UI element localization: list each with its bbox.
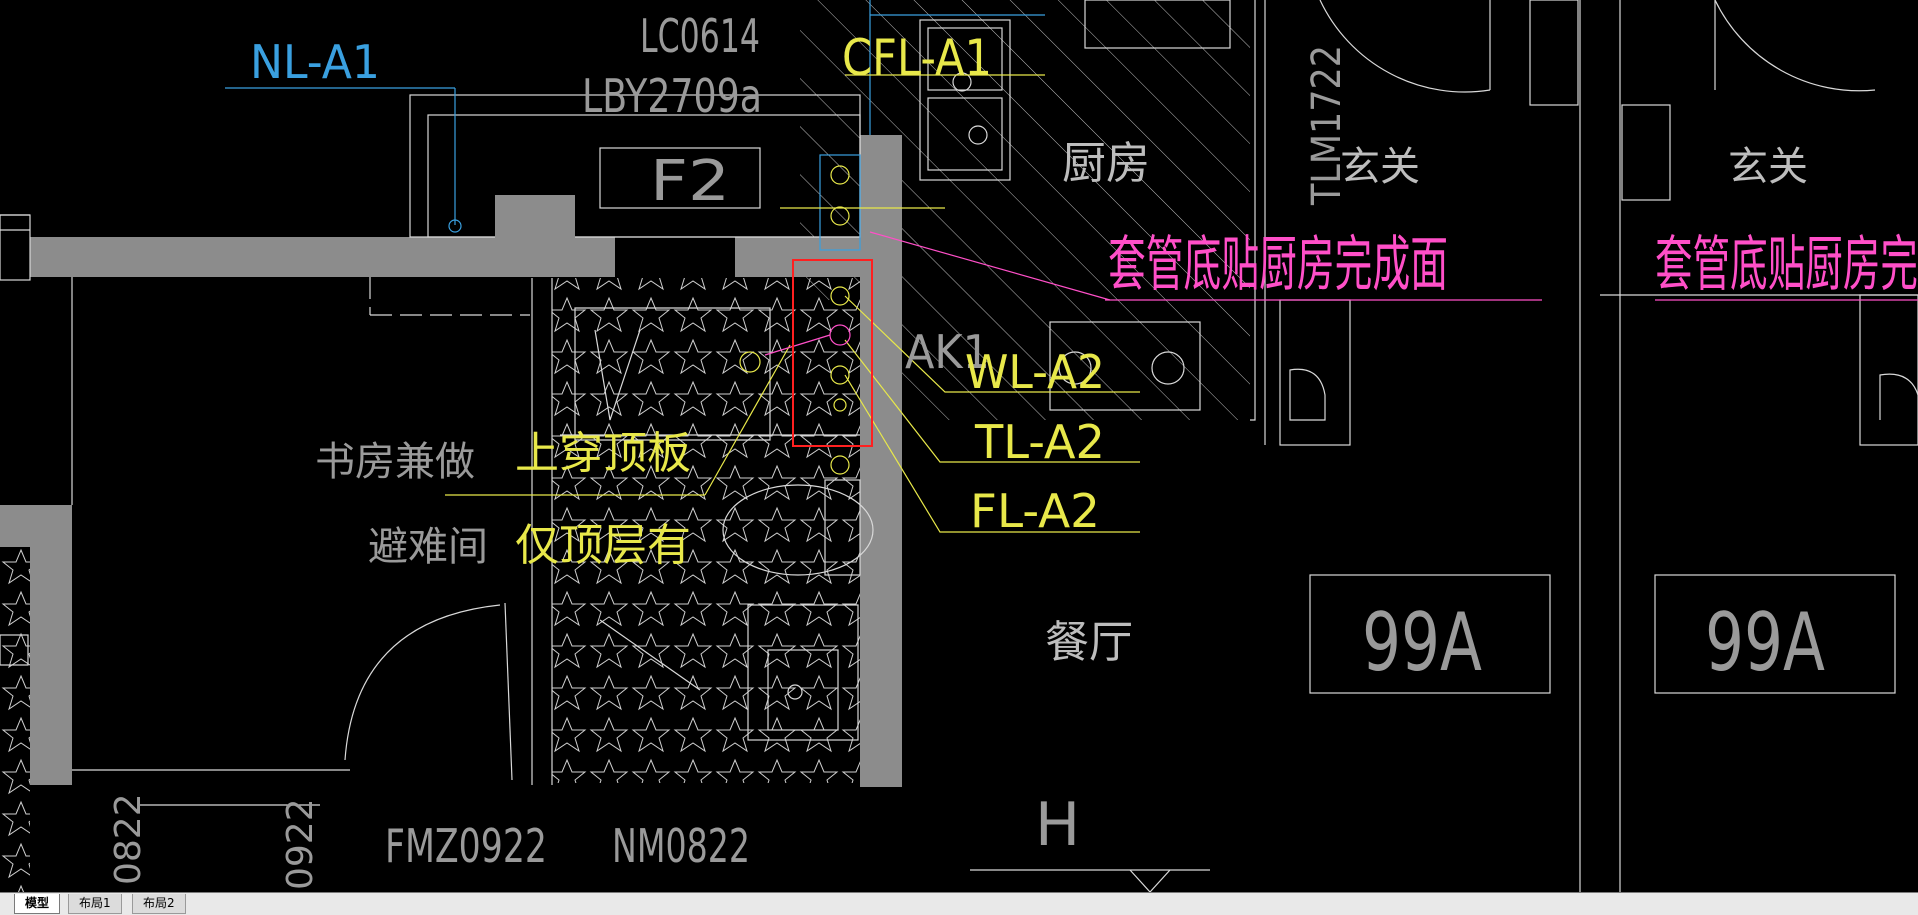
label-vertical-0922: 0922 (280, 798, 321, 890)
layout-tab-bar: 模型 布局1 布局2 (0, 892, 1918, 915)
label-tl-a2: TL-A2 (974, 415, 1105, 469)
walls (0, 135, 902, 787)
label-sleeve-note-2: 套管底贴厨房完 (1655, 230, 1918, 300)
tab-model[interactable]: 模型 (14, 894, 61, 914)
label-refuge-room: 避难间 (368, 524, 488, 570)
selection-highlight-box[interactable] (792, 259, 873, 447)
label-lc0614: LC0614 (640, 9, 760, 63)
cad-drawing-canvas[interactable]: NL-A1 LC0614 LBY2709a CFL-A1 F2 TLM1722 … (0, 0, 1918, 892)
label-vertical-0822: 0822 (108, 793, 149, 885)
label-wl-a2: WL-A2 (965, 345, 1105, 399)
label-tlm1722: TLM1722 (1304, 45, 1350, 206)
label-h-mark: H (1035, 790, 1080, 860)
equipment-block (495, 196, 575, 238)
label-up-through-slab: 上穿顶板 (515, 428, 691, 479)
bathroom-tile-hatch (552, 278, 860, 783)
label-entrance-1: 玄关 (1340, 144, 1420, 190)
yellow-annotations (445, 74, 1140, 533)
label-dining: 餐厅 (1045, 617, 1133, 668)
label-nl-a1: NL-A1 (250, 35, 380, 89)
blue-pipes (225, 0, 1045, 251)
left-wall-tile-hatch (0, 540, 30, 892)
label-lby2709a: LBY2709a (582, 69, 762, 123)
label-top-floor-only: 仅顶层有 (515, 520, 691, 571)
label-fl-a2: FL-A2 (970, 484, 1100, 538)
text-labels: NL-A1 LC0614 LBY2709a CFL-A1 F2 TLM1722 … (108, 9, 1918, 890)
label-fmz0922: FMZ0922 (385, 819, 547, 873)
label-ak1: AK1 (905, 325, 990, 379)
label-sleeve-note-1: 套管底贴厨房完成面 (1108, 230, 1448, 300)
label-nm0822: NM0822 (612, 819, 750, 873)
label-f2: F2 (650, 149, 730, 214)
label-cfl-a1: CFL-A1 (842, 29, 992, 87)
tab-layout1[interactable]: 布局1 (68, 894, 122, 914)
tab-layout2[interactable]: 布局2 (132, 894, 186, 914)
label-unit-99a-1: 99A (1362, 596, 1482, 689)
label-study-room: 书房兼做 (315, 439, 475, 485)
magenta-annotations (764, 231, 1918, 356)
label-unit-99a-2: 99A (1705, 596, 1825, 689)
label-entrance-2: 玄关 (1728, 144, 1808, 190)
label-kitchen: 厨房 (1062, 138, 1150, 189)
kitchen-hatch (800, 0, 1250, 420)
